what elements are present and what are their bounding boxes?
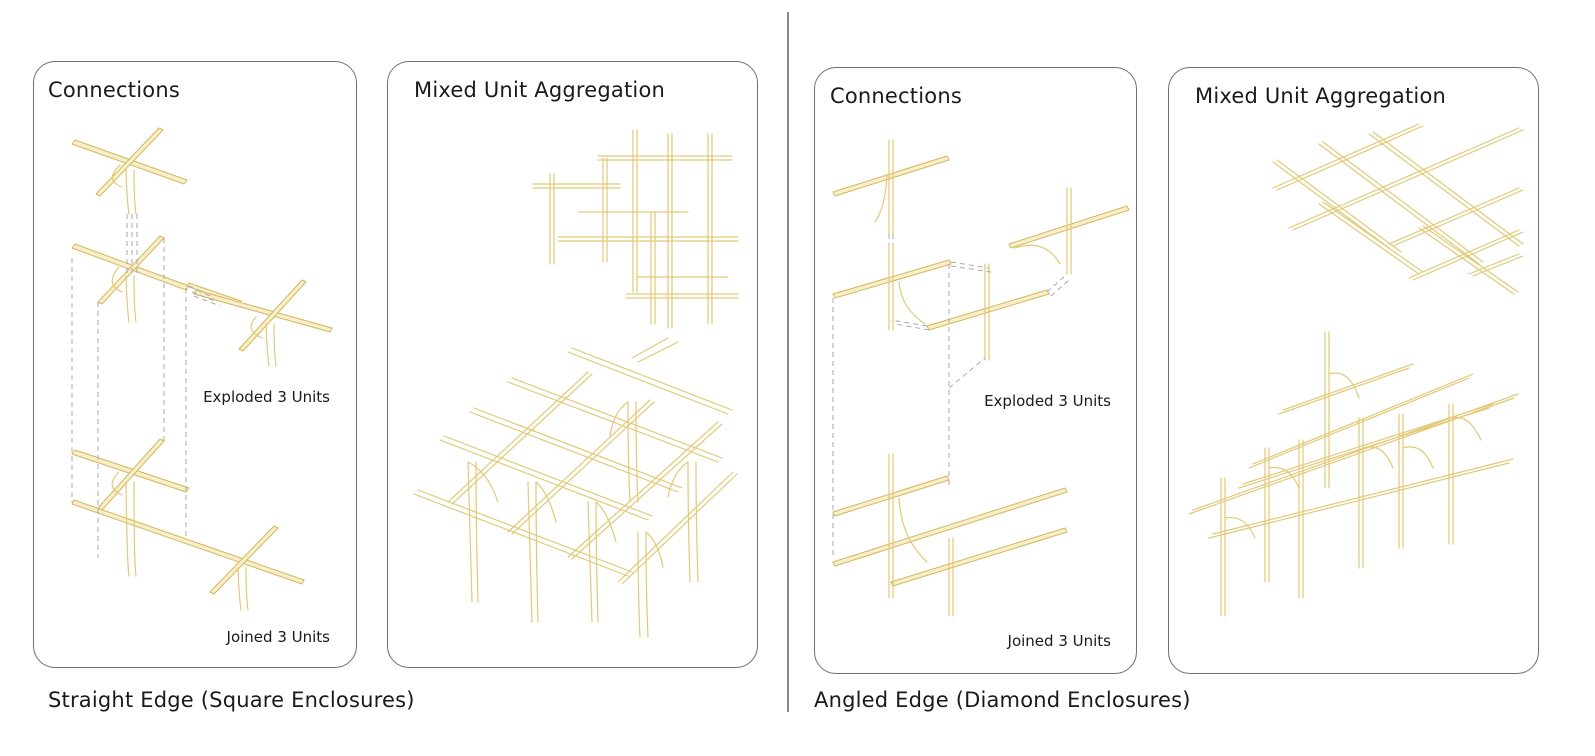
right-connections-drawing — [832, 139, 1130, 617]
right-section-caption: Angled Edge (Diamond Enclosures) — [814, 688, 1191, 712]
diamond-unit-mid-left — [832, 243, 952, 331]
joined-units-label: Joined 3 Units — [1007, 632, 1111, 650]
unit-joined-bottom — [71, 438, 305, 611]
diamond-unit-mid-right — [926, 187, 1130, 361]
square-plan-grid — [532, 129, 739, 329]
unit-cross-top — [71, 127, 188, 215]
right-connections-panel: Connections Exploded 3 Units Joined 3 Un… — [814, 67, 1137, 674]
left-aggregation-drawing — [413, 129, 739, 638]
unit-cross-mid-right — [193, 279, 333, 367]
panel-title: Connections — [48, 78, 180, 102]
right-aggregation-panel: Mixed Unit Aggregation — [1168, 67, 1539, 674]
panel-title: Mixed Unit Aggregation — [414, 78, 666, 102]
diamond-unit-joined — [832, 453, 1068, 617]
panel-title: Mixed Unit Aggregation — [1195, 84, 1447, 108]
square-iso-aggregation — [413, 337, 738, 638]
left-aggregation-panel: Mixed Unit Aggregation — [387, 61, 758, 668]
panel-title: Connections — [830, 84, 962, 108]
unit-cross-mid-left — [71, 235, 242, 323]
left-section-caption: Straight Edge (Square Enclosures) — [48, 688, 415, 712]
section-divider — [787, 12, 789, 712]
diamond-plan-grid — [1272, 123, 1524, 295]
exploded-units-label: Exploded 3 Units — [984, 392, 1111, 410]
right-aggregation-drawing — [1188, 123, 1524, 617]
left-connections-drawing — [71, 127, 333, 611]
exploded-units-label: Exploded 3 Units — [203, 388, 330, 406]
diamond-iso-aggregation — [1188, 331, 1519, 617]
left-connections-panel: Connections — [33, 61, 357, 668]
diamond-unit-top — [832, 139, 950, 235]
joined-units-label: Joined 3 Units — [226, 628, 330, 646]
